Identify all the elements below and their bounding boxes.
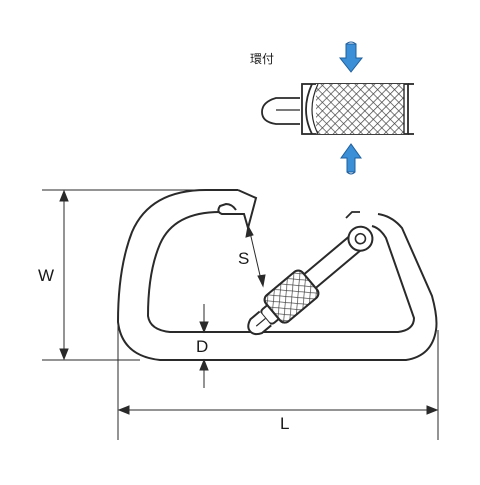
sleeve-knurl-pattern <box>262 268 321 326</box>
carabiner-nose <box>217 189 258 232</box>
inset-sleeve-edge-inner <box>311 83 319 135</box>
gate-tip-edge <box>255 317 266 327</box>
hinge-rivet-center <box>354 232 367 245</box>
d-arrow-top <box>199 321 209 334</box>
locking-sleeve <box>262 268 321 326</box>
width-label: W <box>38 266 54 285</box>
s-dimension-line <box>248 227 263 285</box>
l-arrow-left <box>117 405 130 415</box>
inset-gate-tip <box>261 97 300 125</box>
l-arrow-right <box>426 405 439 415</box>
rotate-up-arrow-icon <box>340 143 362 175</box>
carabiner-outer-outline <box>116 189 438 361</box>
w-arrow-bottom <box>59 348 69 361</box>
w-arrow-top <box>59 189 69 202</box>
d-arrow-bottom <box>199 358 209 371</box>
dimension-lines <box>42 189 439 440</box>
rotate-down-arrow-icon <box>338 41 364 73</box>
gate-opening-label: S <box>238 249 249 268</box>
hinge-block <box>345 211 360 219</box>
diameter-label: D <box>196 337 208 356</box>
length-label: L <box>280 414 289 433</box>
carabiner-gate <box>247 225 374 336</box>
inset-sleeve-edge <box>305 83 313 135</box>
inset-sleeve-detail: 環付 <box>250 41 414 175</box>
carabiner-body <box>116 189 438 361</box>
carabiner-inner-outline <box>146 211 416 333</box>
s-arrow-top <box>245 224 254 238</box>
inset-knurl-pattern <box>316 84 404 134</box>
inset-label: 環付 <box>250 52 274 66</box>
s-arrow-bottom <box>257 274 266 288</box>
